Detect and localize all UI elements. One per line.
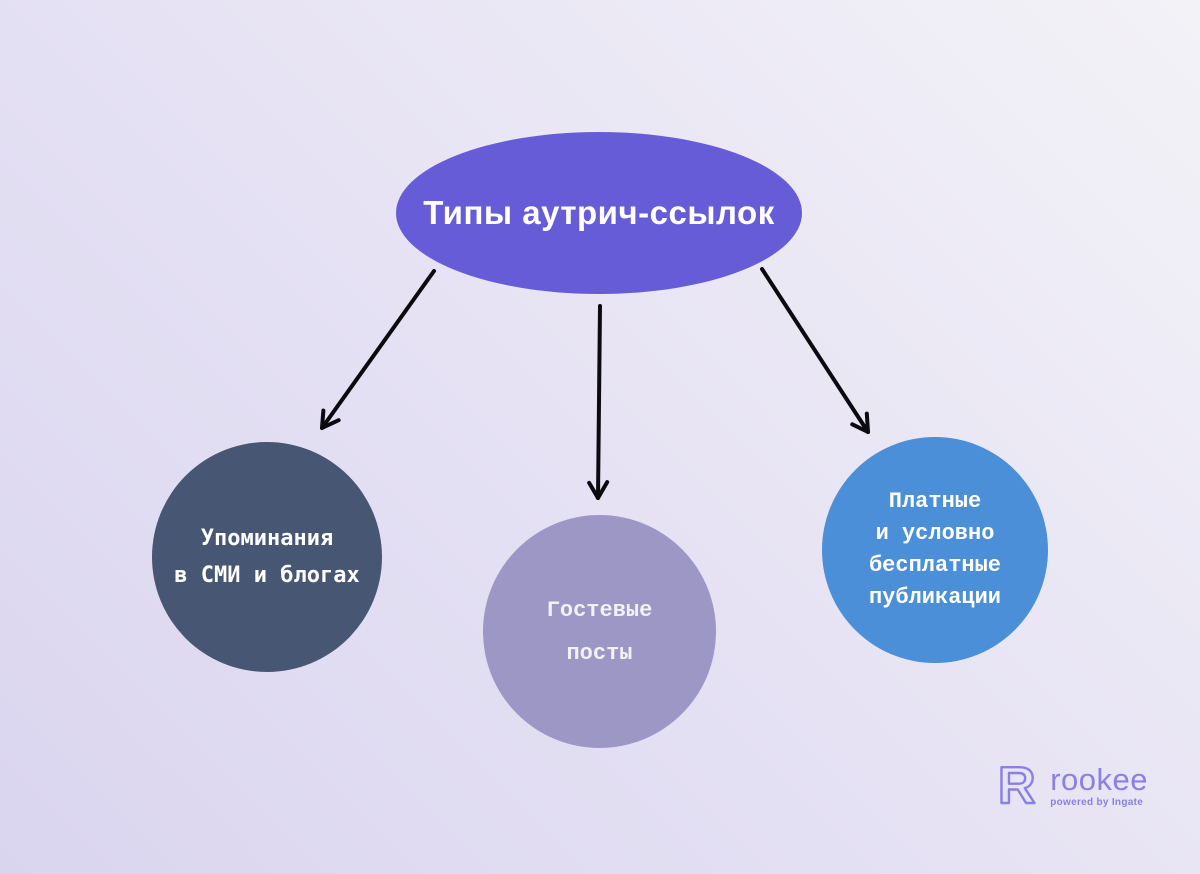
arrow-to-paid: [760, 267, 870, 434]
arrow-to-guest-posts: [587, 304, 610, 500]
brand-logo-text: rookee: [1050, 761, 1148, 797]
node-mentions-label-line: в СМИ и блогах: [174, 563, 360, 588]
node-paid-label-line: Платные: [888, 489, 982, 514]
node-paid-label-line: публикации: [868, 585, 1002, 610]
brand-tagline: powered by Ingate: [1050, 796, 1144, 808]
node-mentions: Упоминания в СМИ и блогах: [152, 442, 382, 672]
node-paid-publications: Платные и условно бесплатные публикации: [822, 437, 1048, 663]
root-node: Типы аутрич-ссылок: [396, 132, 802, 294]
node-guest-posts-label-line: Гостевые: [546, 597, 653, 623]
brand-logo: R rookee powered by Ingate: [995, 755, 1148, 816]
node-paid-label-line: бесплатные: [868, 553, 1002, 578]
rookee-logo-icon: R: [995, 755, 1041, 816]
node-mentions-label-line: Упоминания: [200, 526, 334, 551]
node-guest-posts-label-line: посты: [566, 640, 633, 666]
node-paid-label-line: и условно: [875, 521, 995, 546]
arrow-to-mentions: [320, 269, 436, 430]
svg-text:R: R: [998, 757, 1036, 811]
root-node-label: Типы аутрич-ссылок: [423, 194, 775, 231]
node-guest-posts: Гостевые посты: [483, 515, 716, 748]
